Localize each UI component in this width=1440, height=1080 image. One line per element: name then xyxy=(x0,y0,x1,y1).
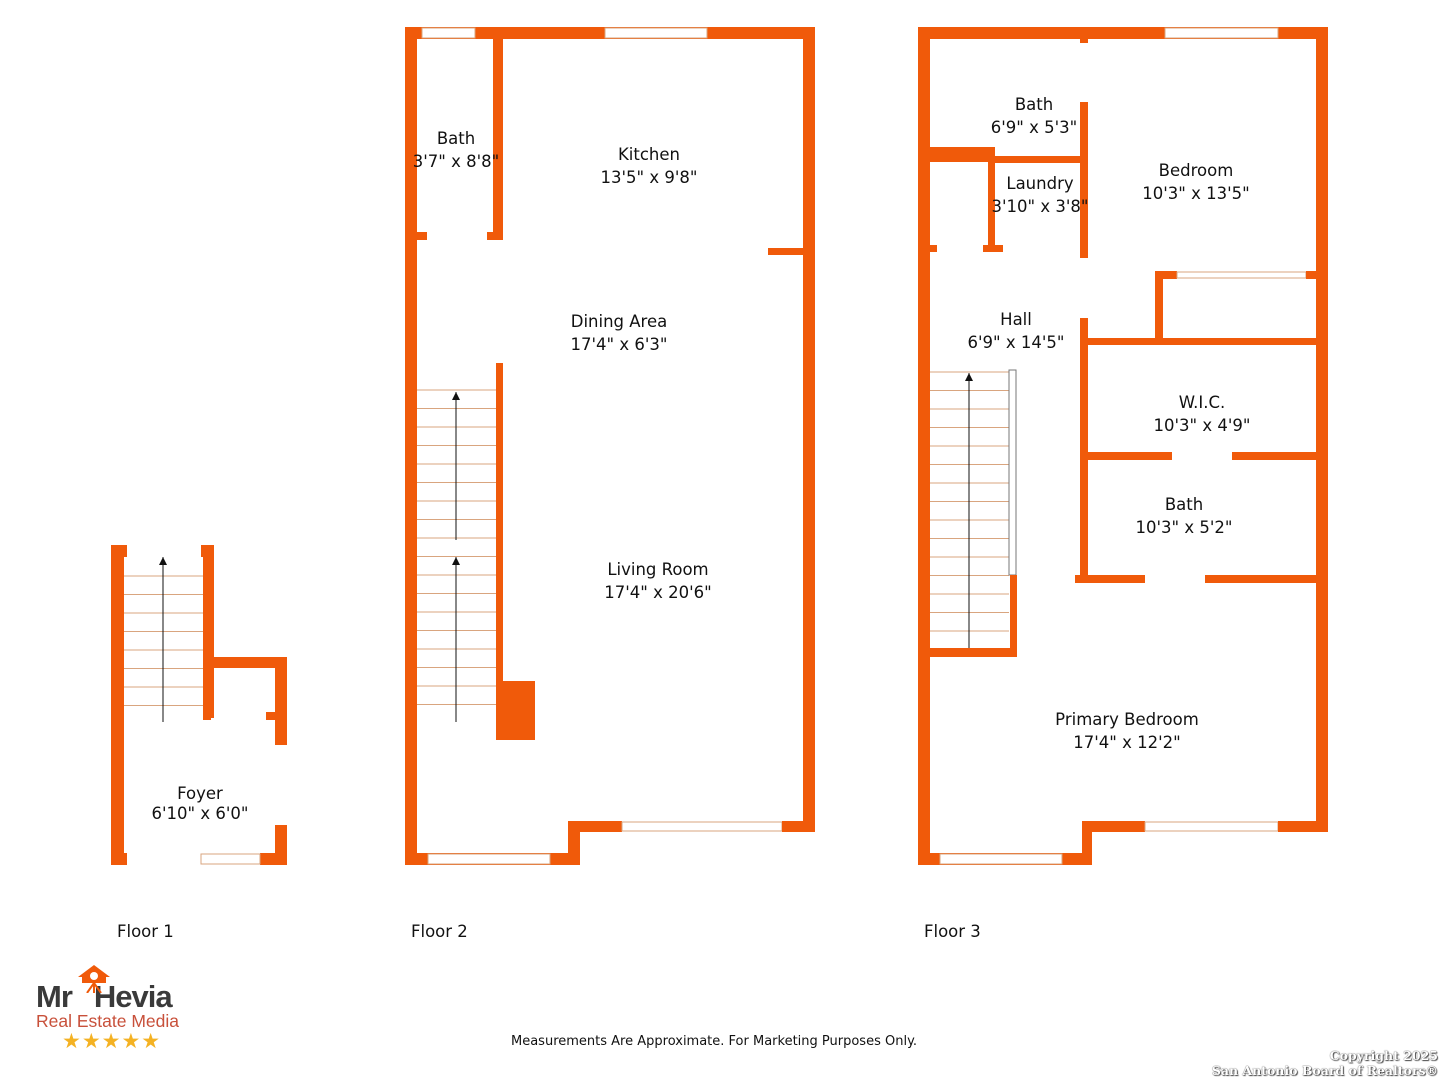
floor-2-plan xyxy=(405,27,815,865)
room-size: 10'3" x 13'5" xyxy=(1142,184,1250,203)
room-label-bath: Bath 6'9" x 5'3" xyxy=(991,93,1078,139)
room-size: 17'4" x 20'6" xyxy=(604,583,712,602)
room-size: 6'9" x 5'3" xyxy=(990,118,1078,137)
room-name: Kitchen xyxy=(617,145,680,164)
room-size: 13'5" x 9'8" xyxy=(600,168,698,187)
window xyxy=(621,821,783,832)
floor-3-label: Floor 3 xyxy=(924,922,981,941)
arrow-head-icon xyxy=(965,373,973,381)
rating-stars: ★★★★★ xyxy=(62,1029,162,1053)
window xyxy=(1164,27,1279,39)
room-label-dining-area: Dining Area 17'4" x 6'3" xyxy=(571,310,668,356)
logo-brand: Mr Hevia xyxy=(36,965,196,1013)
room-size: 17'4" x 6'3" xyxy=(570,335,668,354)
room-name: Primary Bedroom xyxy=(1055,710,1199,729)
arrow-head-icon xyxy=(159,557,167,565)
room-name: Bedroom xyxy=(1158,161,1234,180)
copyright-line-2: San Antonio Board of Realtors® xyxy=(1211,1063,1438,1078)
room-name: Foyer xyxy=(177,784,223,803)
floor-1-plan xyxy=(111,545,287,865)
room-label-bedroom: Bedroom 10'3" x 13'5" xyxy=(1142,159,1250,205)
room-name: Bath xyxy=(1164,495,1204,514)
logo-brand-right: Hevia xyxy=(93,979,173,1014)
room-size: 10'3" x 4'9" xyxy=(1153,416,1251,435)
arrow-head-icon xyxy=(452,557,460,565)
room-size: 6'10" x 6'0" xyxy=(151,804,249,823)
room-label-laundry: Laundry 3'10" x 3'8" xyxy=(992,172,1089,218)
room-size: 3'10" x 3'8" xyxy=(991,197,1089,216)
window xyxy=(939,853,1063,865)
window xyxy=(200,853,261,865)
room-label-bath: Bath 10'3" x 5'2" xyxy=(1136,493,1233,539)
room-name: Living Room xyxy=(607,560,709,579)
disclaimer: Measurements Are Approximate. For Market… xyxy=(511,1034,918,1049)
room-label-hall: Hall 6'9" x 14'5" xyxy=(968,308,1065,354)
window xyxy=(427,853,551,865)
room-size: 10'3" x 5'2" xyxy=(1135,518,1233,537)
room-name: Bath xyxy=(436,129,476,148)
floor-2-label: Floor 2 xyxy=(411,922,468,941)
room-name: Laundry xyxy=(1006,174,1074,193)
room-size: 17'4" x 12'2" xyxy=(1073,733,1181,752)
staircase xyxy=(124,557,203,722)
room-label-kitchen: Kitchen 13'5" x 9'8" xyxy=(601,143,698,189)
window xyxy=(421,27,476,39)
stair-railing xyxy=(1008,369,1017,576)
room-label-bath: Bath 3'7" x 8'8" xyxy=(413,127,500,173)
window xyxy=(604,27,708,39)
room-label-wic: W.I.C. 10'3" x 4'9" xyxy=(1154,391,1251,437)
house-camera-icon xyxy=(78,965,110,993)
room-label-primary-bedroom: Primary Bedroom 17'4" x 12'2" xyxy=(1055,708,1199,754)
copyright: Copyright 2025 San Antonio Board of Real… xyxy=(1212,1048,1438,1078)
staircase xyxy=(930,371,1009,650)
logo-brand-left: Mr xyxy=(36,979,73,1014)
room-name: Bath xyxy=(1014,95,1054,114)
brand-logo: Mr Hevia Real Estate Media ★★★★★ xyxy=(36,965,196,1053)
floor-3-plan xyxy=(918,27,1328,865)
copyright-line-1: Copyright 2025 xyxy=(1329,1048,1438,1063)
arrow-head-icon xyxy=(452,392,460,400)
room-size: 3'7" x 8'8" xyxy=(412,152,500,171)
floor-1-label: Floor 1 xyxy=(117,922,174,941)
staircase xyxy=(417,389,496,722)
room-name: Dining Area xyxy=(570,312,668,331)
room-name: Hall xyxy=(1000,310,1032,329)
room-size: 6'9" x 14'5" xyxy=(967,333,1065,352)
room-label-foyer: Foyer 6'10" x 6'0" xyxy=(152,782,249,825)
room-name: W.I.C. xyxy=(1178,393,1226,412)
room-label-living-room: Living Room 17'4" x 20'6" xyxy=(604,558,712,604)
logo-tagline: Real Estate Media xyxy=(36,1011,179,1031)
window xyxy=(1176,271,1307,279)
window xyxy=(1144,821,1279,832)
